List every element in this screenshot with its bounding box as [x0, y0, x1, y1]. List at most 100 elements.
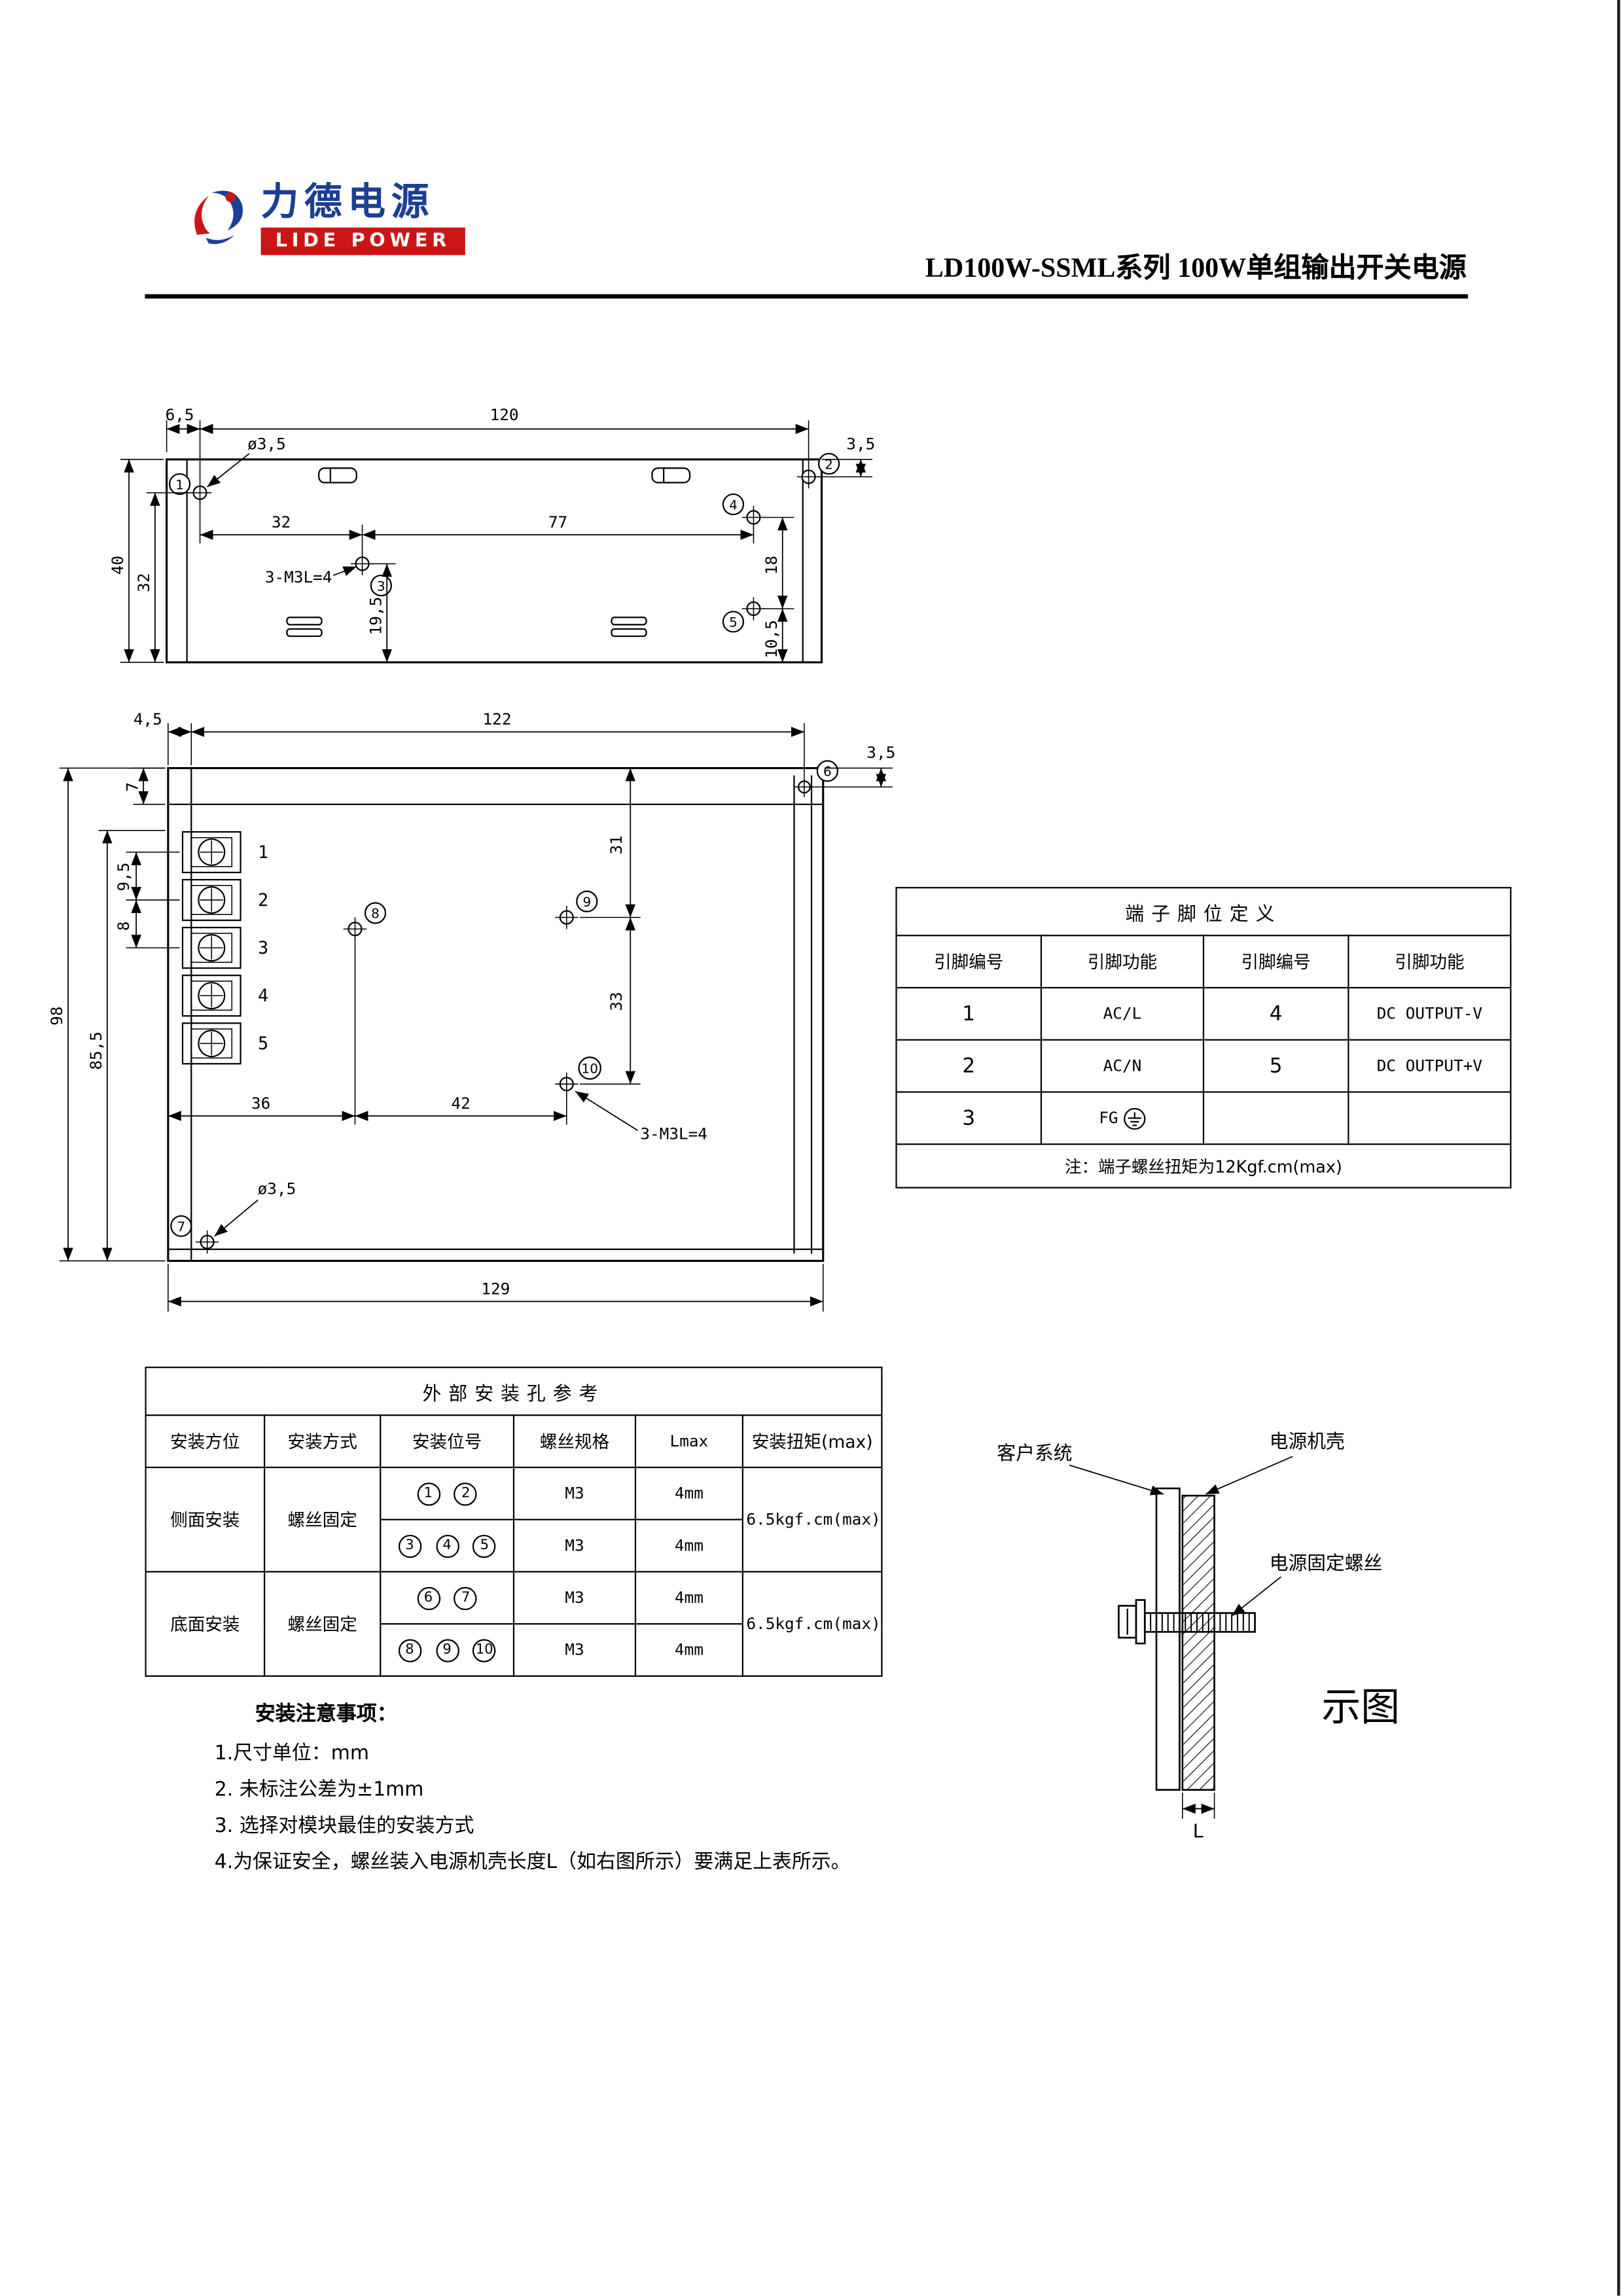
svg-text:7: 7 [177, 1219, 185, 1234]
mounting-hole-1 [188, 481, 212, 505]
marker-2: 2 [817, 452, 840, 475]
dim-top-inset: 7 [122, 767, 166, 805]
mount-row-bottom-2: 8 9 10 M3 4mm [146, 1623, 882, 1677]
logo-swoosh-red [194, 195, 211, 235]
header-divider [145, 294, 1469, 299]
mount-torque-bottom: 6.5kgf.cm(max) [741, 1571, 883, 1677]
label-diagram: 示图 [1321, 1685, 1400, 1729]
mount-screw-spec: M3 [512, 1571, 637, 1625]
logo-underline [205, 234, 235, 244]
pin-no: 2 [895, 1039, 1043, 1093]
pin-function: AC/L [1040, 986, 1205, 1041]
note-item-4: 4.为保证安全，螺丝装入电源机壳长度L（如右图所示）要满足上表所示。 [214, 1850, 851, 1874]
mount-row-bottom-1: 底面安装 螺丝固定 6 7 M3 4mm 6.5kgf.cm(max) [145, 1571, 883, 1677]
pin-table-header-row: 引脚编号 引脚功能 引脚编号 引脚功能 [895, 935, 1512, 989]
position-chip: 8 [398, 1638, 421, 1662]
dim-height-98: 98 [47, 767, 166, 1262]
terminal-1: 1 [181, 831, 268, 874]
svg-text:ø3,5: ø3,5 [247, 434, 286, 453]
marker-9: 9 [576, 890, 598, 912]
svg-text:33: 33 [607, 992, 626, 1011]
marker-5-label: 5 [729, 615, 738, 630]
mount-screw-spec: M3 [512, 1623, 637, 1677]
svg-text:3: 3 [258, 938, 268, 958]
mounting-hole-10 [555, 1072, 579, 1096]
dim-height-40: 40 [108, 459, 164, 663]
dim-hole-dia-front: ø3,5 [214, 1179, 296, 1237]
svg-text:1: 1 [258, 842, 268, 863]
pin-no: 4 [1202, 986, 1349, 1041]
mounting-hole-9 [555, 905, 579, 929]
svg-text:6: 6 [823, 764, 832, 780]
svg-text:电源机壳: 电源机壳 [1270, 1430, 1345, 1452]
dim-height-32: 32 [134, 492, 192, 662]
installation-notes: 安装注意事项： 1.尺寸单位：mm 2. 未标注公差为±1mm 3. 选择对模块… [203, 1698, 1043, 1881]
terminal-block: 1 2 3 4 5 [181, 831, 268, 1065]
pin-definition-table: 端子脚位定义 引脚编号 引脚功能 引脚编号 引脚功能 1 AC/L 4 DC O… [895, 887, 1512, 1189]
power-case-plate [1181, 1494, 1215, 1791]
terminal-5: 5 [181, 1022, 268, 1065]
terminal-2: 2 [181, 878, 268, 922]
dim-hole10-gap: 33 [579, 917, 641, 1085]
marker-6: 6 [816, 760, 838, 782]
dim-thread-callout-top: 3-M3L=4 [265, 565, 357, 586]
mount-method-bottom: 螺丝固定 [264, 1571, 382, 1677]
notes-heading: 安装注意事项： [255, 1702, 397, 1727]
terminal-4: 4 [181, 975, 268, 1017]
svg-text:3,5: 3,5 [846, 434, 875, 453]
svg-text:4: 4 [258, 986, 268, 1006]
dim-width-129: 129 [168, 1263, 824, 1312]
svg-text:客户系统: 客户系统 [997, 1442, 1072, 1464]
mount-table-header-row: 安装方位 安装方式 安装位号 螺丝规格 Lmax 安装扭矩(max) [145, 1414, 883, 1469]
svg-text:10,5: 10,5 [762, 620, 781, 658]
marker-5: 5 [722, 611, 745, 633]
svg-text:9: 9 [582, 895, 591, 910]
fixing-screw [1118, 1599, 1256, 1645]
dim-hole-span: 120 [200, 405, 810, 465]
dim-pitch2: 8 [114, 900, 180, 948]
marker-1: 1 [168, 473, 191, 495]
dim-hole-span-front: 122 [191, 709, 805, 777]
dim-hole5-y: 10,5 [762, 609, 788, 662]
dim-left-offset: 6,5 [166, 405, 201, 482]
svg-text:8: 8 [371, 906, 380, 922]
svg-text:3,5: 3,5 [866, 743, 895, 762]
dim-pitch1: 9,5 [114, 852, 180, 901]
svg-text:3-M3L=4: 3-M3L=4 [640, 1124, 707, 1143]
position-chip: 5 [473, 1534, 497, 1558]
svg-text:85,5: 85,5 [86, 1031, 105, 1070]
mount-header-location: 安装方位 [145, 1414, 266, 1469]
fg-label: FG [1099, 1107, 1118, 1127]
drawing-front-view: 1 2 3 4 5 [47, 709, 895, 1312]
svg-text:7: 7 [122, 782, 141, 792]
dim-hole-dia: ø3,5 [207, 434, 286, 488]
mounting-hole-3 [350, 552, 374, 576]
position-chip: 2 [454, 1482, 478, 1505]
svg-text:98: 98 [47, 1007, 66, 1026]
pin-function-fg: FG [1040, 1091, 1205, 1145]
pin-function-empty [1347, 1091, 1512, 1145]
pin-header-no-2: 引脚编号 [1202, 935, 1349, 989]
mount-lmax: 4mm [634, 1518, 743, 1573]
mount-positions: 3 4 5 [380, 1518, 515, 1573]
case-outline-top [166, 458, 823, 664]
pin-row-1: 1 AC/L 4 DC OUTPUT-V [895, 986, 1512, 1041]
logo-icon [194, 190, 243, 244]
mount-positions: 8 9 10 [380, 1623, 515, 1677]
svg-text:31: 31 [607, 835, 626, 854]
pin-table-title: 端子脚位定义 [895, 887, 1512, 937]
position-chip: 10 [473, 1638, 497, 1662]
logo: 力德电源 LIDE POWER [183, 183, 466, 255]
mount-torque-side: 6.5kgf.cm(max) [741, 1466, 883, 1573]
label-fixing-screw: 电源固定螺丝 [1231, 1552, 1382, 1617]
mounting-hole-6 [794, 776, 815, 797]
dim-hole45-gap: 18 [762, 516, 794, 609]
position-chip: 7 [454, 1586, 478, 1609]
mount-header-torque: 安装扭矩(max) [741, 1414, 883, 1469]
svg-text:19,5: 19,5 [366, 597, 385, 636]
mount-positions: 6 7 [380, 1571, 515, 1625]
position-chip: 1 [416, 1482, 440, 1505]
mount-header-screw: 螺丝规格 [512, 1414, 637, 1469]
svg-text:32: 32 [272, 512, 291, 531]
